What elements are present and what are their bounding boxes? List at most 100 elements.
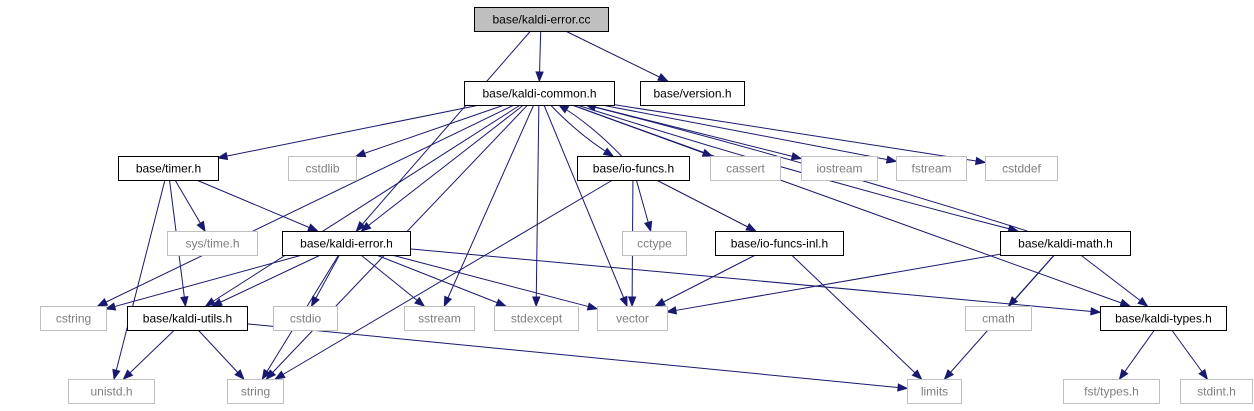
arrowhead-iofuncs-to-vector — [627, 296, 637, 308]
arrowhead-error_h-to-sstream — [414, 296, 426, 307]
node-box-error_cc — [474, 7, 609, 32]
node-label-cstddef: cstddef — [1002, 162, 1041, 176]
node-fsttypes: fst/types.h — [1063, 379, 1160, 404]
node-label-version: base/version.h — [653, 87, 731, 101]
node-label-iofuncs: base/io-funcs.h — [593, 162, 674, 176]
arrowhead-common-to-iostream — [790, 152, 803, 161]
node-box-common — [464, 81, 615, 106]
node-error_cc[interactable]: base/kaldi-error.cc — [474, 7, 609, 32]
node-label-timer: base/timer.h — [136, 162, 201, 176]
node-math[interactable]: base/kaldi-math.h — [1000, 231, 1131, 256]
edge-iofuncs-to-common — [558, 104, 622, 157]
node-error_h[interactable]: base/kaldi-error.h — [282, 231, 411, 256]
edge-common-to-sstream — [443, 104, 535, 307]
node-vector: vector — [597, 306, 668, 331]
node-cstdio: cstdio — [273, 306, 338, 331]
node-label-string: string — [241, 385, 270, 399]
edge-error_h-to-types — [409, 248, 1101, 313]
node-version[interactable]: base/version.h — [640, 81, 745, 106]
arrowhead-error_h-to-string — [261, 368, 271, 381]
node-timer[interactable]: base/timer.h — [118, 156, 219, 181]
arrowhead-utils-to-limits — [897, 383, 909, 392]
arrowhead-types-to-stdint — [1198, 368, 1209, 381]
node-stdexcept: stdexcept — [494, 306, 579, 331]
edge-common-to-cstddef — [613, 104, 986, 163]
edge-common-to-iofuncs — [550, 104, 614, 157]
node-box-error_h — [282, 231, 411, 256]
node-sstream: sstream — [404, 306, 475, 331]
edge-timer-to-error_h — [196, 179, 318, 232]
edge-error_cc-to-version — [565, 30, 668, 82]
edge-common-to-stdexcept — [535, 104, 540, 307]
node-unistd: unistd.h — [68, 379, 155, 404]
edge-timer-to-unistd — [113, 179, 166, 380]
node-box-cassert — [710, 156, 781, 181]
node-box-cstdlib — [288, 156, 357, 181]
node-cstddef: cstddef — [985, 156, 1058, 181]
nodes-layer: base/kaldi-error.cc base/kaldi-common.h ba… — [40, 7, 1253, 404]
node-cmath: cmath — [965, 306, 1032, 331]
node-box-iofuncsinl — [715, 231, 844, 256]
node-label-cstdlib: cstdlib — [305, 162, 339, 176]
node-iofuncs[interactable]: base/io-funcs.h — [577, 156, 690, 181]
node-utils[interactable]: base/kaldi-utils.h — [127, 306, 248, 331]
arrowhead-error_cc-to-version — [657, 73, 669, 82]
node-box-systime — [167, 231, 258, 256]
node-box-limits — [907, 379, 962, 404]
arrowhead-timer-to-utils — [180, 296, 189, 308]
node-types[interactable]: base/kaldi-types.h — [1100, 306, 1227, 331]
arrowhead-timer-to-error_h — [307, 223, 319, 232]
node-box-cstddef — [985, 156, 1058, 181]
arrowhead-common-to-vector — [619, 295, 628, 308]
node-box-cctype — [622, 231, 687, 256]
node-label-error_cc: base/kaldi-error.cc — [492, 13, 590, 27]
node-box-cmath — [965, 306, 1032, 331]
arrowhead-common-to-timer — [216, 151, 229, 161]
node-box-cstring — [40, 306, 107, 331]
node-label-common: base/kaldi-common.h — [482, 87, 596, 101]
arrowhead-math-to-vector — [665, 306, 678, 315]
node-box-fstream — [896, 156, 967, 181]
node-label-error_h: base/kaldi-error.h — [300, 237, 393, 251]
node-iostream: iostream — [801, 156, 878, 181]
arrowhead-iofuncsinl-to-vector — [654, 297, 666, 307]
node-box-stdint — [1180, 379, 1253, 404]
edge-math-to-types — [1080, 254, 1148, 307]
node-label-cctype: cctype — [637, 237, 672, 251]
edge-iofuncs-to-iofuncsinl — [656, 179, 756, 232]
node-box-timer — [118, 156, 219, 181]
arrowhead-error_h-to-utils — [211, 298, 223, 307]
node-fstream: fstream — [896, 156, 967, 181]
edge-iofuncsinl-to-limits — [791, 254, 922, 380]
edge-common-to-error_h — [361, 104, 524, 232]
edge-error_cc-to-error_h — [356, 30, 531, 232]
node-label-cmath: cmath — [982, 312, 1015, 326]
edge-common-to-vector — [543, 104, 628, 307]
node-iofuncsinl[interactable]: base/io-funcs-inl.h — [715, 231, 844, 256]
arrowhead-common-to-types — [1119, 298, 1132, 307]
node-box-math — [1000, 231, 1131, 256]
node-label-fsttypes: fst/types.h — [1084, 385, 1139, 399]
node-label-fstream: fstream — [911, 162, 951, 176]
edge-iofuncsinl-to-vector — [655, 254, 756, 307]
node-cstdlib: cstdlib — [288, 156, 357, 181]
arrowhead-iofuncs-to-iofuncsinl — [745, 222, 757, 232]
node-label-math: base/kaldi-math.h — [1018, 237, 1113, 251]
arrowhead-error_cc-to-error_h — [355, 221, 366, 233]
edge-math-to-vector — [666, 253, 1001, 313]
node-label-sstream: sstream — [418, 312, 461, 326]
node-label-systime: sys/time.h — [185, 237, 239, 251]
node-systime: sys/time.h — [167, 231, 258, 256]
arrowhead-common-to-cstddef — [974, 156, 987, 166]
node-cctype: cctype — [622, 231, 687, 256]
node-common[interactable]: base/kaldi-common.h — [464, 81, 615, 106]
node-box-iostream — [801, 156, 878, 181]
arrowhead-iofuncs-to-string — [274, 370, 286, 380]
node-label-stdexcept: stdexcept — [511, 312, 563, 326]
node-box-unistd — [68, 379, 155, 404]
node-label-unistd: unistd.h — [90, 385, 132, 399]
edge-common-to-fstream — [601, 104, 897, 162]
node-label-utils: base/kaldi-utils.h — [143, 312, 232, 326]
node-box-version — [640, 81, 745, 106]
arrowhead-utils-to-unistd — [122, 369, 134, 380]
